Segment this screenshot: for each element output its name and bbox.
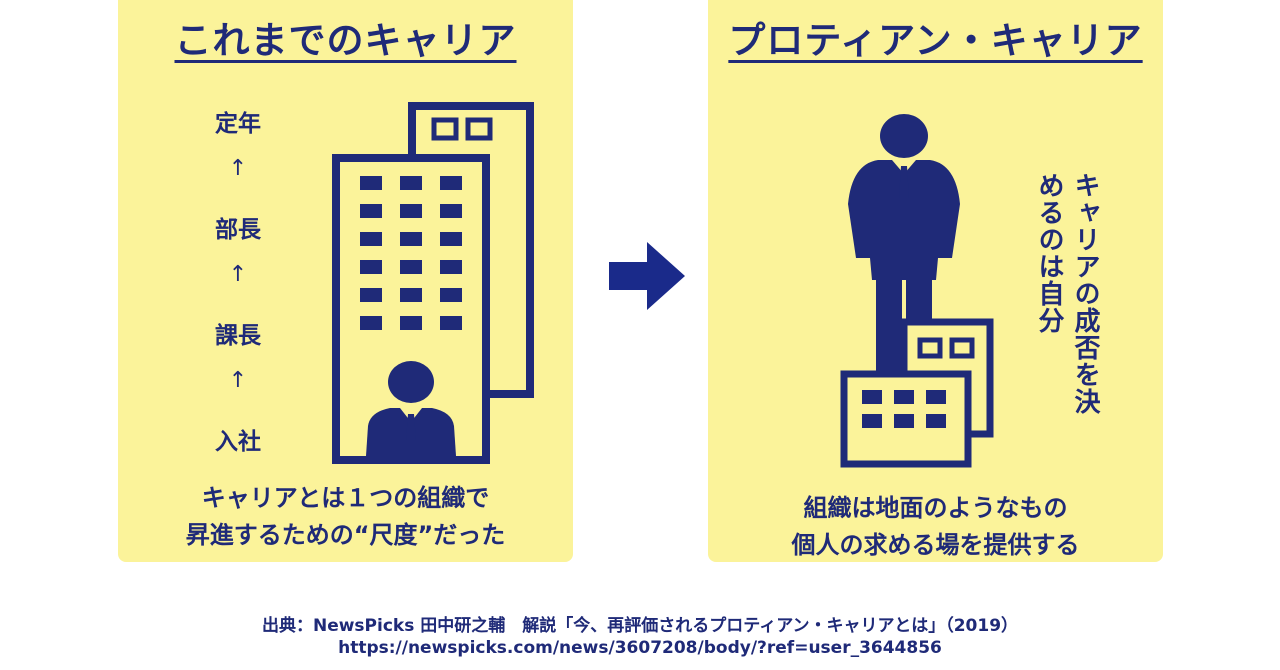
person-on-building-icon [840, 114, 994, 468]
self-determined-career-text: キャリアの成否を決めるのは自分 [1034, 172, 1100, 415]
ladder-up-arrow-icon: ↑ [228, 368, 248, 393]
ladder-section-chief: 課長 [215, 323, 261, 349]
businessman-icon [366, 361, 456, 456]
source-url: https://newspicks.com/news/3607208/body/… [338, 638, 942, 658]
traditional-career-title: これまでのキャリア [174, 19, 517, 62]
source-citation: 出典：NewsPicks 田中研之輔 解説「今、再評価されるプロティアン・キャリ… [261, 616, 1019, 636]
traditional-career-panel: これまでのキャリア 定年 ↑ 部長 ↑ 課長 ↑ 入社 [118, 0, 573, 562]
traditional-career-caption: キャリアとは１つの組織で 昇進するための“尺度”だった [185, 484, 506, 549]
protean-career-title: プロティアン・キャリア [728, 19, 1143, 62]
ladder-retirement: 定年 [215, 111, 261, 137]
ladder-up-arrow-icon: ↑ [228, 262, 248, 287]
right-arrow-icon [609, 242, 685, 310]
office-building-icon [332, 102, 534, 464]
protean-career-caption: 組織は地面のようなもの 個人の求める場を提供する [791, 494, 1080, 559]
ladder-joining-company: 入社 [215, 429, 261, 455]
ladder-up-arrow-icon: ↑ [228, 156, 248, 181]
protean-career-panel: プロティアン・キャリア キャリアの成否を決めるのは自分 組織は地面のようなもの … [708, 0, 1163, 562]
ladder-department-head: 部長 [215, 217, 261, 243]
